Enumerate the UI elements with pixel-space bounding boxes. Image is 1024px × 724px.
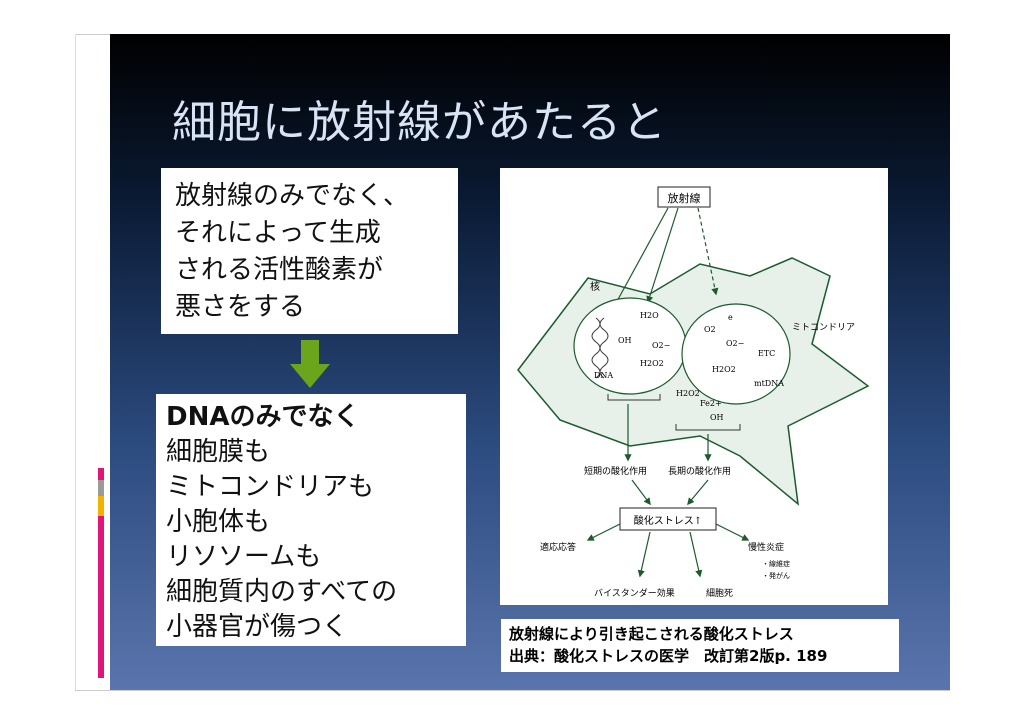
- label-h2o2: H2O2: [640, 359, 664, 368]
- label-fe: Fe2+: [700, 399, 722, 408]
- accent-bar-gray: [98, 480, 104, 496]
- page-rule-left: [75, 34, 76, 691]
- label-o2minus: O2−: [652, 341, 670, 350]
- box2-line: 小胞体も: [166, 507, 271, 537]
- label-adaptive: 適応応答: [540, 541, 576, 553]
- text-box-reactive-oxygen: 放射線のみでなく、 それによって生成 される活性酸素が 悪さをする: [161, 168, 458, 334]
- label-cancer: ・発がん: [762, 571, 790, 580]
- page-rule-top: [75, 34, 110, 35]
- label-radiation: 放射線: [668, 191, 701, 205]
- label-h2o2-m: H2O2: [712, 365, 736, 374]
- caption-line-2: 出典：酸化ストレスの医学 改訂第2版p. 189: [509, 647, 828, 665]
- bracket-long: [675, 424, 741, 431]
- box2-line: 細胞膜も: [166, 437, 271, 467]
- oxidative-stress-box: [619, 507, 717, 531]
- bracket-short: [607, 394, 661, 401]
- box2-line: 細胞質内のすべての: [166, 577, 398, 607]
- figure-caption: 放射線により引き起こされる酸化ストレス 出典：酸化ストレスの医学 改訂第2版p.…: [501, 619, 899, 672]
- box1-line: 悪さをする: [175, 292, 306, 322]
- caption-line-1: 放射線により引き起こされる酸化ストレス: [509, 625, 794, 643]
- label-h2o: H2O: [640, 311, 659, 320]
- label-chronic: 慢性炎症: [748, 541, 784, 553]
- label-h2o2-c: H2O2: [676, 389, 700, 398]
- down-arrow-icon: [290, 340, 330, 388]
- label-etc: ETC: [758, 349, 775, 358]
- mitochondria: [681, 303, 791, 405]
- box1-line: それによって生成: [175, 218, 381, 248]
- decorative-bar-solid: [104, 93, 110, 135]
- label-short-term: 短期の酸化作用: [584, 465, 647, 477]
- radiation-box: [657, 186, 711, 208]
- label-mtdna: mtDNA: [754, 379, 784, 388]
- label-dna: DNA: [594, 371, 613, 380]
- box2-line: ミトコンドリアも: [166, 472, 375, 502]
- radiation-arrow-2: [646, 207, 679, 304]
- label-oxidative-stress: 酸化ストレス↑: [634, 514, 702, 527]
- page-rule-bottom: [75, 690, 950, 691]
- label-long-term: 長期の酸化作用: [668, 465, 731, 477]
- label-nucleus: 核: [590, 280, 600, 293]
- box2-line: 小器官が傷つく: [166, 612, 349, 642]
- box2-line: DNAのみでなく: [166, 402, 360, 432]
- box1-line: 放射線のみでなく、: [175, 181, 410, 211]
- box1-line: される活性酸素が: [175, 255, 384, 285]
- box2-line: リソソームも: [166, 542, 322, 572]
- label-cell-death: 細胞死: [706, 587, 733, 599]
- label-o2minus-m: O2−: [726, 339, 744, 348]
- label-o2: O2: [704, 325, 716, 334]
- text-box-organelles: DNAのみでなく 細胞膜も ミトコンドリアも 小胞体も リソソームも 細胞質内の…: [156, 394, 466, 646]
- label-oh-c: OH: [710, 413, 724, 422]
- oxidative-stress-diagram: 放射線 核 DNA H2O OH O2− H2O2 ミトコンドリア O2 e O…: [500, 168, 888, 605]
- accent-bar-pink: [98, 468, 104, 678]
- diagram-svg: 放射線 核 DNA H2O OH O2− H2O2 ミトコンドリア O2 e O…: [517, 186, 870, 599]
- label-e: e: [728, 313, 733, 322]
- label-bystander: バイスタンダー効果: [594, 587, 675, 599]
- accent-bar-yellow: [98, 496, 104, 516]
- slide-title: 細胞に放射線があたると: [172, 97, 667, 148]
- label-oh: OH: [618, 336, 632, 345]
- label-fibrosis: ・線維症: [762, 559, 790, 568]
- label-mitochondria: ミトコンドリア: [792, 323, 855, 333]
- radiation-arrow-3: [697, 207, 719, 296]
